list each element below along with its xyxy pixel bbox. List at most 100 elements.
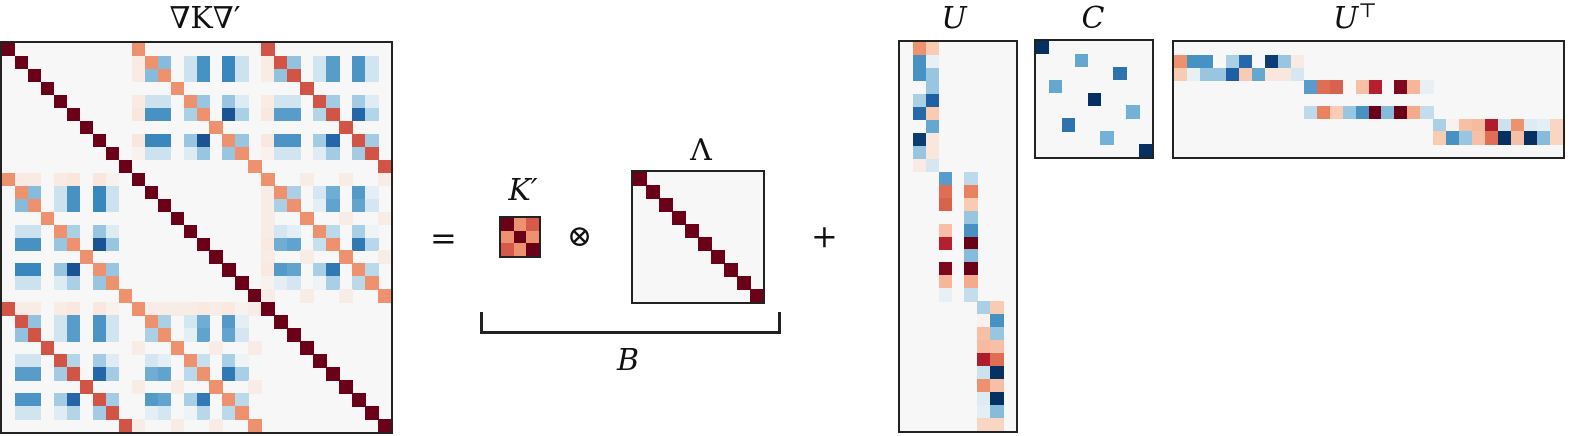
b-underbrace: [480, 312, 781, 334]
matrix-cell: [365, 68, 379, 83]
matrix-cell: [248, 302, 262, 316]
matrix-cell: [300, 250, 314, 264]
matrix-cell: [248, 380, 262, 394]
matrix-cell: [1381, 105, 1395, 120]
matrix-cell: [170, 211, 185, 226]
c-matrix: [1034, 39, 1154, 159]
matrix-cell: [313, 198, 327, 213]
matrix-cell: [105, 185, 120, 200]
lambda-label: Λ: [690, 133, 712, 168]
equals-sign: =: [430, 219, 457, 257]
matrix-cell: [938, 184, 953, 199]
matrix-cell: [964, 197, 978, 212]
matrix-cell: [40, 81, 55, 96]
matrix-cell: [196, 237, 210, 251]
matrix-cell: [14, 406, 29, 420]
matrix-cell: [313, 94, 327, 109]
matrix-cell: [964, 184, 978, 199]
matrix-cell: [261, 133, 275, 148]
matrix-cell: [209, 120, 223, 135]
matrix-cell: [105, 328, 120, 342]
matrix-cell: [105, 146, 120, 161]
matrix-cell: [287, 185, 301, 200]
matrix-cell: [235, 406, 249, 420]
matrix-cell: [157, 68, 172, 83]
matrix-cell: [14, 302, 29, 316]
matrix-cell: [248, 289, 262, 303]
matrix-cell: [14, 237, 29, 251]
matrix-cell: [912, 145, 927, 160]
matrix-cell: [105, 172, 120, 187]
matrix-cell: [235, 146, 249, 161]
matrix-cell: [27, 354, 42, 368]
matrix-cell: [313, 354, 327, 368]
matrix-cell: [66, 328, 81, 342]
matrix-cell: [92, 367, 107, 381]
matrix-cell: [27, 406, 42, 420]
matrix-cell: [925, 67, 940, 82]
matrix-cell: [183, 406, 197, 420]
matrix-cell: [1472, 118, 1486, 132]
matrix-cell: [287, 146, 301, 161]
matrix-cell: [222, 94, 236, 109]
matrix-cell: [977, 314, 991, 328]
matrix-cell: [27, 393, 42, 407]
matrix-cell: [1251, 67, 1266, 81]
matrix-cell: [196, 328, 210, 342]
matrix-cell: [287, 68, 301, 83]
matrix-cell: [53, 224, 68, 238]
c-label: C: [1081, 1, 1105, 36]
matrix-cell: [352, 146, 366, 161]
matrix-cell: [990, 379, 1004, 393]
matrix-cell: [92, 263, 107, 277]
matrix-cell: [144, 94, 159, 109]
matrix-cell: [1394, 105, 1408, 120]
matrix-cell: [1277, 67, 1292, 81]
matrix-cell: [287, 198, 301, 213]
matrix-cell: [912, 93, 927, 108]
matrix-cell: [1225, 54, 1240, 69]
matrix-cell: [313, 224, 327, 238]
matrix-cell: [1199, 67, 1214, 81]
matrix-cell: [66, 406, 81, 420]
matrix-cell: [14, 263, 29, 277]
matrix-cell: [261, 172, 275, 187]
matrix-cell: [222, 354, 236, 368]
matrix-cell: [1264, 54, 1279, 69]
matrix-cell: [14, 367, 29, 381]
matrix-cell: [209, 302, 223, 316]
matrix-cell: [977, 301, 991, 315]
matrix-cell: [274, 224, 288, 238]
matrix-cell: [79, 380, 94, 394]
matrix-cell: [1087, 92, 1101, 106]
matrix-cell: [365, 263, 379, 277]
matrix-cell: [990, 327, 1004, 341]
matrix-cell: [1511, 118, 1525, 132]
matrix-cell: [274, 237, 288, 251]
matrix-cell: [14, 354, 29, 368]
matrix-cell: [326, 133, 340, 148]
matrix-cell: [912, 106, 927, 121]
matrix-cell: [352, 263, 366, 277]
matrix-cell: [248, 419, 262, 432]
gradient-kernel-label-text: ∇K∇′: [169, 1, 241, 36]
matrix-cell: [287, 276, 301, 290]
matrix-cell: [274, 315, 288, 329]
matrix-cell: [685, 224, 699, 238]
matrix-cell: [144, 185, 159, 200]
matrix-cell: [274, 68, 288, 83]
matrix-cell: [274, 55, 288, 70]
matrix-cell: [144, 107, 159, 122]
matrix-cell: [1433, 118, 1447, 132]
matrix-cell: [1174, 54, 1188, 69]
matrix-cell: [131, 43, 146, 57]
matrix-cell: [144, 146, 159, 161]
matrix-cell: [53, 302, 68, 316]
matrix-cell: [14, 328, 29, 342]
matrix-cell: [1537, 131, 1551, 145]
matrix-cell: [313, 263, 327, 277]
matrix-cell: [27, 328, 42, 342]
matrix-cell: [300, 211, 314, 226]
matrix-cell: [352, 107, 366, 122]
matrix-cell: [53, 328, 68, 342]
